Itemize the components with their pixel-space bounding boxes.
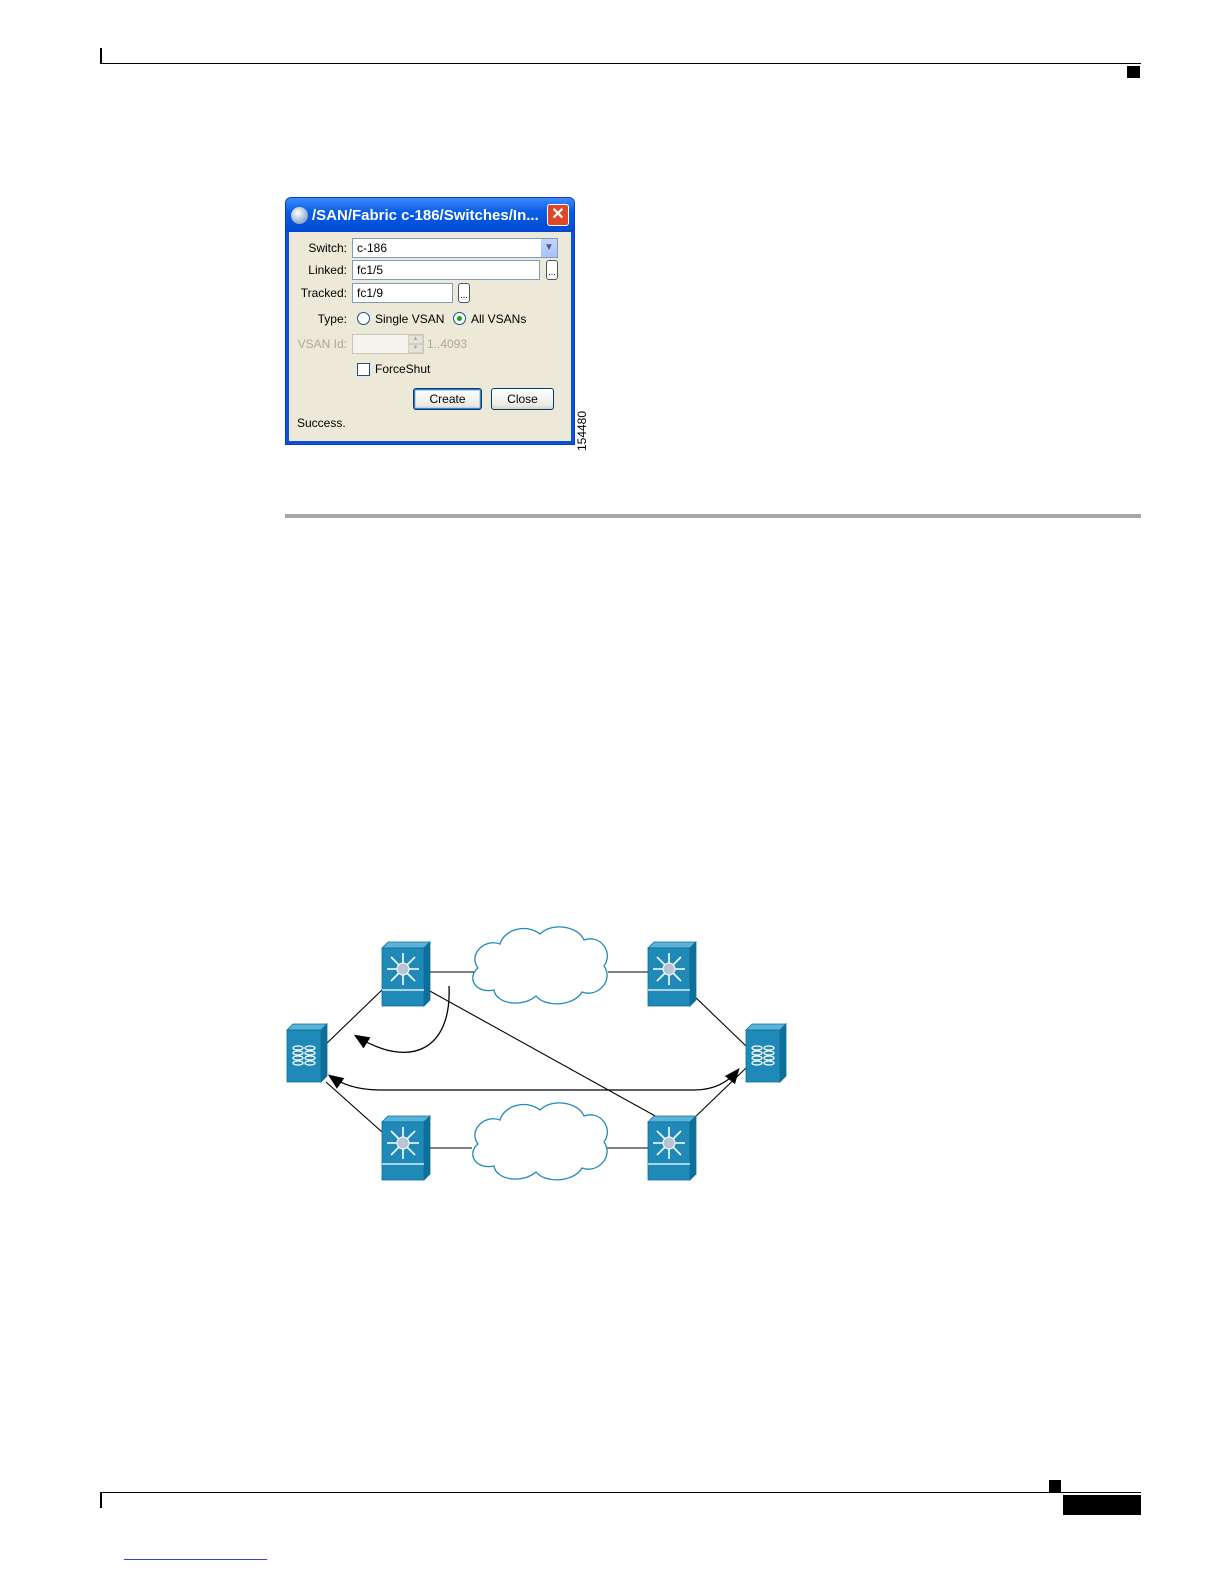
network-cloud-icon — [473, 1103, 608, 1180]
header-marker — [1127, 66, 1140, 78]
window-close-icon[interactable]: ✕ — [547, 204, 569, 226]
dialog-title: /SAN/Fabric c-186/Switches/In... — [312, 207, 539, 224]
vsan-id-label: VSAN Id: — [289, 337, 347, 351]
tracked-value: fc1/9 — [357, 286, 383, 300]
linked-browse-button[interactable]: ... — [546, 260, 558, 280]
linked-field[interactable]: fc1/5 — [352, 260, 540, 280]
mds-switch-icon — [382, 1116, 430, 1180]
footer-tick — [100, 1492, 102, 1508]
switch-value: c-186 — [357, 241, 387, 255]
tracked-browse-button[interactable]: ... — [458, 283, 470, 303]
linked-value: fc1/5 — [357, 263, 383, 277]
header-rule — [100, 63, 1141, 64]
tracked-field[interactable]: fc1/9 — [352, 283, 453, 303]
dialog-body: Switch: c-186 ▼ Linked: fc1/5 ... Tracke… — [289, 232, 571, 441]
radio-all-vsans[interactable] — [453, 312, 466, 325]
mds-switch-icon — [648, 1116, 696, 1180]
footer-marker — [1049, 1480, 1061, 1492]
spin-down-icon: ▼ — [408, 344, 423, 353]
switch-select[interactable]: c-186 ▼ — [352, 238, 558, 258]
network-cloud-icon — [473, 927, 608, 1004]
app-icon — [291, 207, 308, 224]
chevron-down-icon[interactable]: ▼ — [540, 239, 557, 257]
vsan-id-spinner: ▲ ▼ — [352, 334, 424, 354]
tracked-label: Tracked: — [289, 286, 347, 300]
forceshut-label: ForceShut — [375, 362, 430, 376]
close-button[interactable]: Close — [491, 388, 554, 410]
interface-tracking-dialog: /SAN/Fabric c-186/Switches/In... ✕ Switc… — [285, 197, 575, 445]
dialog-titlebar[interactable]: /SAN/Fabric c-186/Switches/In... ✕ — [286, 198, 574, 232]
single-vsan-label: Single VSAN — [375, 312, 444, 326]
figure-number: 154480 — [575, 411, 589, 451]
status-text: Success. — [297, 416, 346, 430]
header-tick — [100, 48, 102, 64]
type-label: Type: — [289, 312, 347, 326]
all-vsans-label: All VSANs — [471, 312, 526, 326]
linked-label: Linked: — [289, 263, 347, 277]
section-divider — [285, 514, 1141, 518]
storage-array-icon — [746, 1024, 786, 1082]
forceshut-checkbox[interactable] — [357, 363, 370, 376]
mds-switch-icon — [648, 942, 696, 1006]
radio-single-vsan[interactable] — [357, 312, 370, 325]
switch-label: Switch: — [289, 241, 347, 255]
topology-diagram — [280, 920, 800, 1190]
spin-up-icon: ▲ — [408, 335, 423, 344]
create-button[interactable]: Create — [413, 388, 482, 410]
footer-rule — [100, 1492, 1141, 1493]
footer-link-underline[interactable] — [124, 1559, 267, 1560]
mds-switch-icon — [382, 942, 430, 1006]
vsan-range-hint: 1..4093 — [427, 337, 467, 351]
storage-array-icon — [287, 1024, 327, 1082]
page-number-block — [1063, 1495, 1141, 1515]
end-to-end-path-arrow — [330, 1070, 738, 1090]
